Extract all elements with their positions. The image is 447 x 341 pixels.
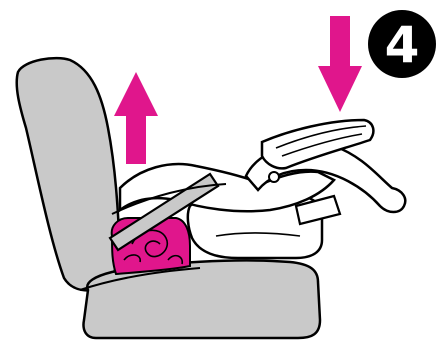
step-badge-icon: 4 [368,10,436,78]
seat-back [17,58,120,290]
handle-pivot [269,172,279,182]
arrow-up-icon [114,72,158,164]
arrow-down-icon [318,16,362,112]
step-number: 4 [385,16,420,74]
